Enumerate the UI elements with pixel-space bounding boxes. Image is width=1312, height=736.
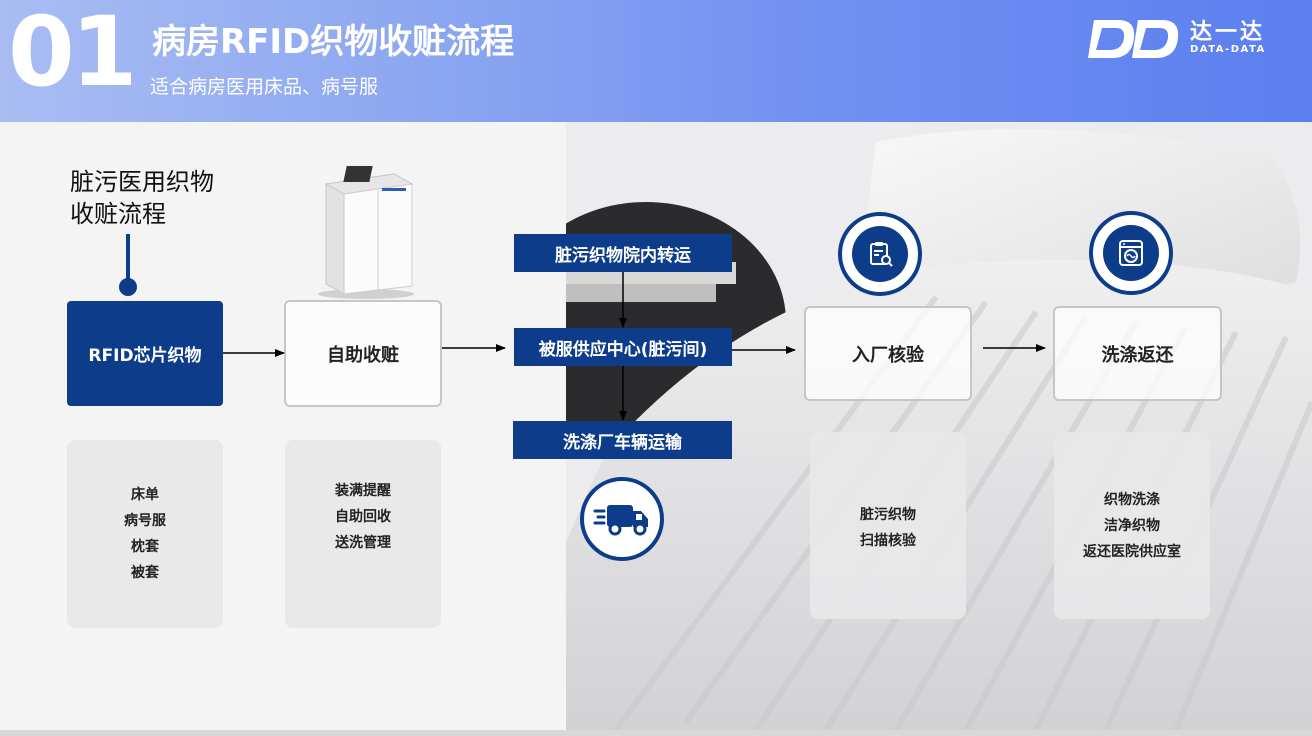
clipboard-search-icon: [852, 226, 908, 282]
list-item: 被套: [131, 565, 159, 581]
list-item: 装满提醒: [335, 483, 391, 499]
wash-return-box: 洗涤返还: [1053, 306, 1222, 401]
intro-line-2: 收赃流程: [70, 200, 166, 228]
list-item: 自助回收: [335, 509, 391, 525]
logo-text-cn: 达一达: [1190, 20, 1266, 45]
washing-machine-icon: [1103, 225, 1159, 281]
intro-line-1: 脏污医用织物: [70, 168, 214, 196]
self-collect-card: 装满提醒 自助回收 送洗管理: [285, 440, 441, 628]
section-number: 01: [8, 0, 138, 108]
intro-connector: [126, 234, 130, 282]
list-item: 脏污织物: [860, 507, 916, 523]
intro-dot: [119, 278, 137, 296]
list-item: 枕套: [131, 539, 159, 555]
intro-text: 脏污医用织物 收赃流程: [70, 166, 214, 230]
check-in-card: 脏污织物 扫描核验: [810, 432, 966, 619]
collection-machine-icon: [318, 166, 414, 299]
rfid-items-card: 床单 病号服 枕套 被套: [67, 440, 223, 628]
header-banner: 01 病房RFID织物收赃流程 适合病房医用床品、病号服 达一达 DATA-DA…: [0, 0, 1312, 122]
self-collect-box: 自助收赃: [284, 300, 442, 407]
page-subtitle: 适合病房医用床品、病号服: [150, 76, 379, 98]
clipboard-search-circle: [838, 212, 922, 296]
check-in-box: 入厂核验: [804, 306, 972, 401]
bottom-bar: [0, 730, 1312, 736]
transport-label: 洗涤厂车辆运输: [513, 421, 732, 459]
list-item: 织物洗涤: [1104, 491, 1160, 508]
truck-circle: [580, 477, 664, 561]
washer-circle: [1089, 211, 1173, 295]
wash-return-card: 织物洗涤 洁净织物 返还医院供应室: [1054, 432, 1210, 619]
dd-logo-icon: [1088, 20, 1179, 58]
supply-center-label: 被服供应中心(脏污间): [514, 328, 732, 366]
logo-text-en: DATA-DATA: [1190, 44, 1266, 55]
list-item: 扫描核验: [860, 533, 916, 549]
rfid-textile-box: RFID芯片织物: [67, 301, 223, 406]
list-item: 送洗管理: [335, 535, 391, 551]
list-item: 洁净织物: [1104, 517, 1160, 534]
transfer-label: 脏污织物院内转运: [514, 234, 732, 272]
list-item: 返还医院供应室: [1083, 543, 1181, 560]
page-title: 病房RFID织物收赃流程: [152, 22, 515, 62]
list-item: 床单: [131, 487, 159, 503]
truck-icon: [593, 505, 648, 536]
list-item: 病号服: [124, 513, 166, 529]
